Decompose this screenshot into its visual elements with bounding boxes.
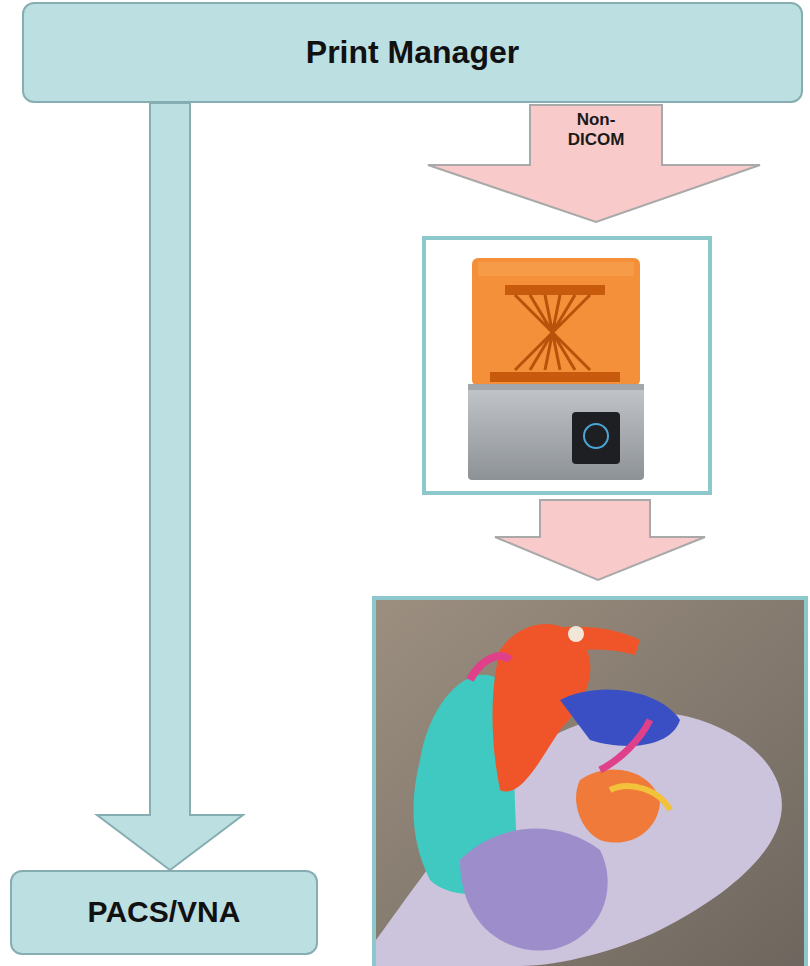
block-arrow [97,103,243,870]
manager-box: Print Manager [22,2,803,103]
pink-arrow [428,105,760,222]
printer-icon [468,258,644,480]
box-title: PACS/VNA [88,895,241,930]
heart-model-photo [376,624,782,966]
photo-frame [374,598,806,966]
box-title: Print Manager [306,34,519,71]
archive-box: PACS/VNA [10,870,318,955]
arrow-label-box: Non-DICOM [530,110,662,151]
pink-arrow [495,500,705,580]
printer-frame [424,238,710,493]
arrow-label: Non-DICOM [564,110,628,151]
